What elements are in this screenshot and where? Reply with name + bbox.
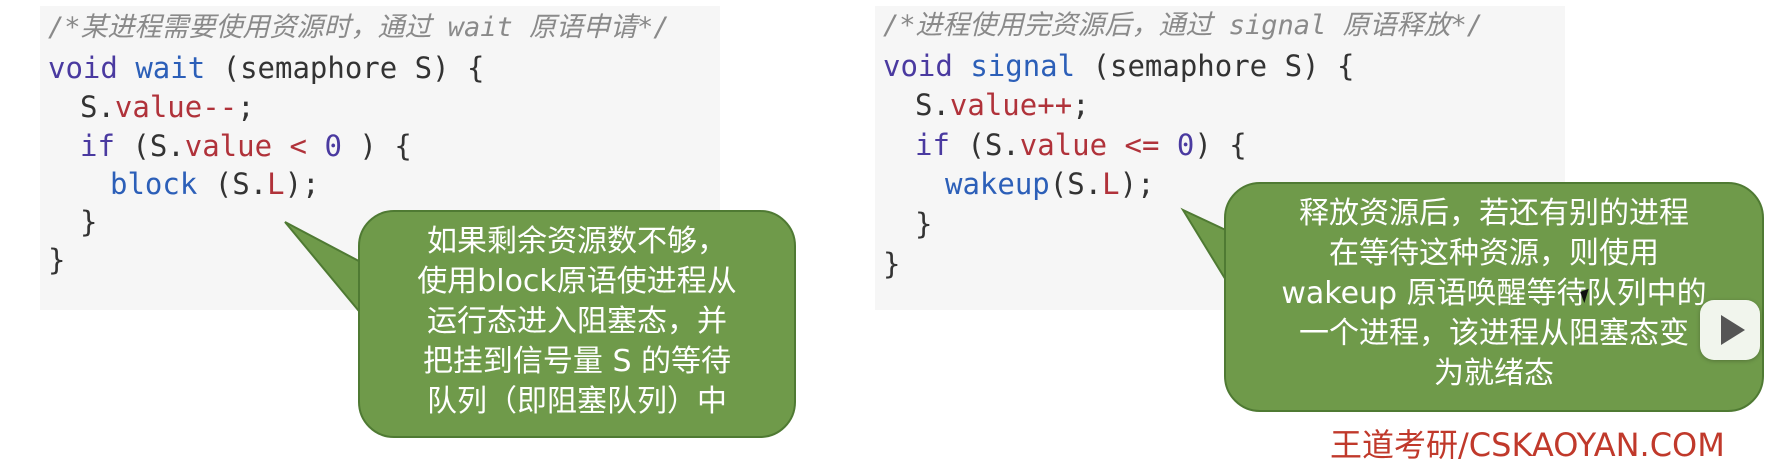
function-signal: signal xyxy=(970,49,1076,83)
wait-block-call: block (S.L); xyxy=(110,167,320,201)
wait-close: } xyxy=(48,243,66,277)
wait-if-close: } xyxy=(80,205,98,239)
signal-if: if (S.value <= 0) { xyxy=(915,128,1247,162)
keyword-void: void xyxy=(48,51,118,85)
wait-comment: /*某进程需要使用资源时，通过 wait 原语申请*/ xyxy=(48,12,670,43)
signal-wakeup-call: wakeup(S.L); xyxy=(945,167,1155,201)
left-callout-line: 队列（即阻塞队列）中 xyxy=(427,384,727,419)
left-callout-line: 如果剩余资源数不够， xyxy=(427,224,727,259)
left-callout-line: 运行态进入阻塞态，并 xyxy=(427,304,727,339)
right-callout-line: 在等待这种资源，则使用 xyxy=(1329,236,1659,271)
play-button[interactable] xyxy=(1700,300,1760,360)
left-callout-line: 把挂到信号量 S 的等待 xyxy=(422,344,732,379)
wait-decrement: S.value--; xyxy=(80,90,255,124)
signal-comment: /*进程使用完资源后，通过 signal 原语释放*/ xyxy=(883,10,1484,41)
watermark: 王道考研/CSKAOYAN.COM xyxy=(1330,426,1725,464)
right-callout-line: 一个进程，该进程从阻塞态变 xyxy=(1299,316,1689,351)
right-callout-line: wakeup 原语唤醒等待队列中的 xyxy=(1281,276,1707,311)
left-callout: 如果剩余资源数不够， 使用block原语使进程从 运行态进入阻塞态，并 把挂到信… xyxy=(358,210,796,438)
wait-params: (semaphore S) { xyxy=(205,51,485,85)
keyword-void: void xyxy=(883,49,953,83)
wait-if: if (S.value < 0 ) { xyxy=(80,129,412,163)
signal-if-close: } xyxy=(915,207,933,241)
left-callout-line: 使用block原语使进程从 xyxy=(417,264,737,299)
play-icon xyxy=(1721,315,1745,345)
signal-increment: S.value++; xyxy=(915,88,1090,122)
function-wait: wait xyxy=(135,51,206,85)
signal-close: } xyxy=(883,247,901,281)
signal-signature: void signal (semaphore S) { xyxy=(883,48,1354,84)
right-callout-line: 为就绪态 xyxy=(1434,356,1554,391)
right-callout: 释放资源后，若还有别的进程 在等待这种资源，则使用 wakeup 原语唤醒等待队… xyxy=(1224,182,1764,412)
wait-signature: void wait (semaphore S) { xyxy=(48,50,485,86)
signal-params: (semaphore S) { xyxy=(1075,49,1355,83)
right-callout-line: 释放资源后，若还有别的进程 xyxy=(1299,196,1689,231)
